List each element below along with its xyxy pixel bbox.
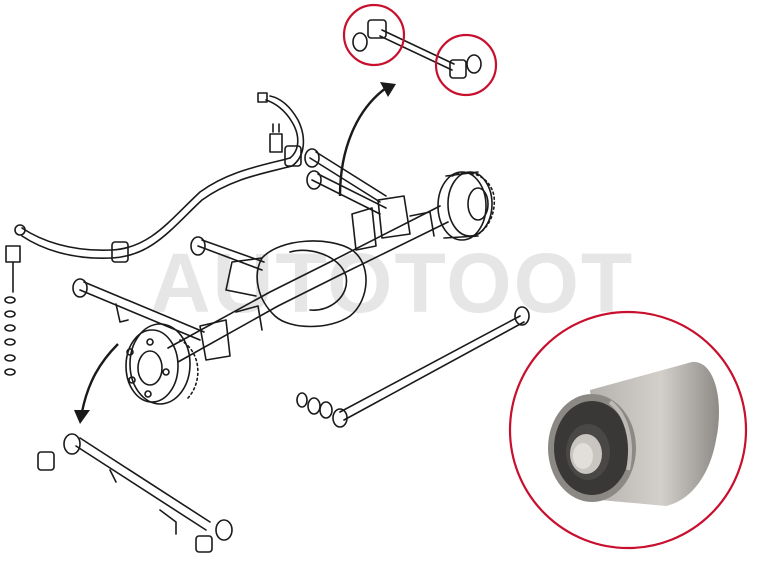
axle-housing	[167, 195, 449, 363]
stabilizer-bar	[14, 92, 305, 263]
lower-control-arm-installed	[72, 278, 205, 341]
exploded-lower-arm	[37, 433, 233, 553]
highlight-circle-left-bushing	[342, 3, 406, 67]
bushing-photo-closeup	[508, 310, 748, 550]
end-link-hardware	[4, 245, 21, 376]
upper-control-arms	[190, 148, 387, 271]
photo-highlight-circle	[508, 310, 748, 550]
left-brake-drum	[125, 323, 199, 405]
track-bar	[296, 306, 530, 428]
highlight-circle-right-bushing	[434, 33, 498, 97]
arrow-to-upper-arm	[338, 82, 396, 197]
right-brake-drum	[437, 171, 496, 241]
arrow-to-lower-arm	[74, 343, 119, 424]
exploded-upper-arm	[352, 19, 482, 79]
